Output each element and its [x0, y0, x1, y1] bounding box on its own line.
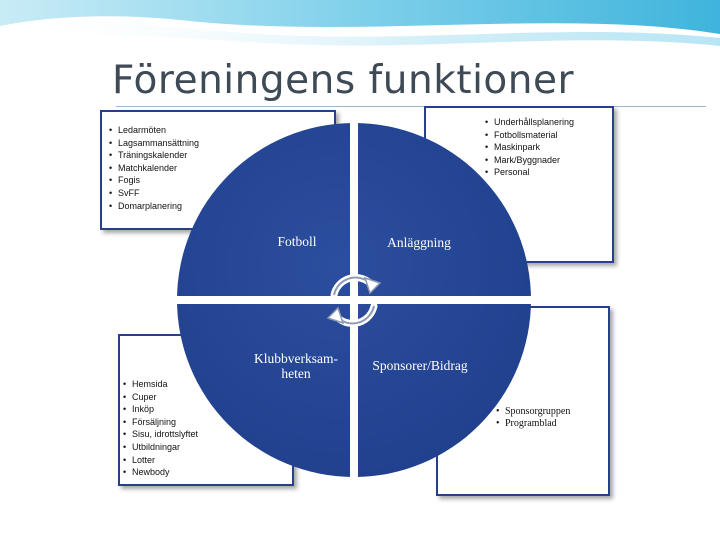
anlaggning-list: Underhållsplanering Fotbollsmaterial Mas…: [485, 116, 612, 179]
klubbverksamheten-list: Hemsida Cuper Inköp Försäljning Sisu, id…: [123, 378, 292, 479]
fotboll-list: Ledarmöten Lagsammansättning Träningskal…: [109, 124, 334, 212]
header-banner: [0, 0, 720, 60]
list-item: Hemsida: [123, 378, 292, 391]
title-divider: [116, 106, 706, 107]
fotboll-label: Fotboll: [277, 234, 316, 249]
list-item: Fogis: [109, 174, 334, 187]
list-item: Mark/Byggnader: [485, 154, 612, 167]
list-item: Lagsammansättning: [109, 137, 334, 150]
list-item: Underhållsplanering: [485, 116, 612, 129]
list-item: Träningskalender: [109, 149, 334, 162]
arrow-head-icon: [326, 306, 345, 325]
vertical-divider: [350, 122, 358, 478]
list-item: Personal: [485, 166, 612, 179]
list-item: SvFF: [109, 187, 334, 200]
list-item: Sponsorgruppen: [496, 406, 608, 418]
list-item: Newbody: [123, 466, 292, 479]
klubbverksamheten-label-line1: Klubbverksam-: [254, 351, 338, 366]
list-item: Lotter: [123, 454, 292, 467]
list-item: Inköp: [123, 403, 292, 416]
sponsorer-label: Sponsorer/Bidrag: [372, 358, 467, 373]
arrow-head-icon: [363, 276, 382, 295]
page-title: Föreningens funktioner: [112, 58, 575, 103]
list-item: Sisu, idrottslyftet: [123, 428, 292, 441]
list-item: Maskinpark: [485, 141, 612, 154]
list-item: Cuper: [123, 391, 292, 404]
klubbverksamheten-label-line2: heten: [281, 366, 310, 381]
sponsorer-list: Sponsorgruppen Programblad: [496, 406, 608, 430]
list-item: Programblad: [496, 418, 608, 430]
list-item: Fotbollsmaterial: [485, 129, 612, 142]
list-item: Utbildningar: [123, 441, 292, 454]
list-item: Försäljning: [123, 416, 292, 429]
list-item: Domarplanering: [109, 200, 334, 213]
list-item: Ledarmöten: [109, 124, 334, 137]
anlaggning-label: Anläggning: [387, 235, 451, 250]
list-item: Matchkalender: [109, 162, 334, 175]
